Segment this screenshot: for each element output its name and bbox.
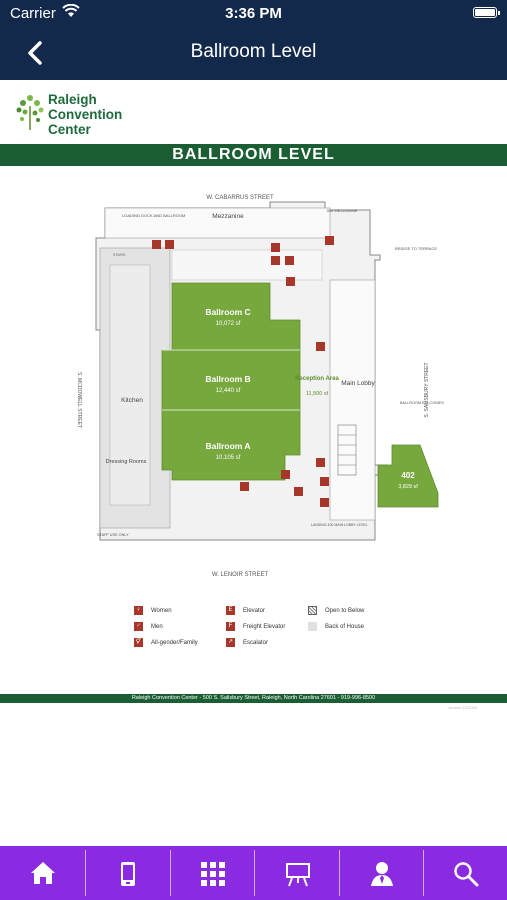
all-gender-restroom-marker — [286, 277, 295, 286]
status-bar: Carrier 3:36 PM — [0, 0, 507, 28]
loading-dock-label: LOADING DOCK AND BALLROOM — [122, 213, 185, 218]
floor-plan-view[interactable]: Raleigh Convention Center BALLROOM LEVEL… — [0, 80, 507, 846]
ballroom-b-label: Ballroom B — [205, 374, 250, 384]
tab-speaker[interactable] — [339, 846, 423, 900]
clock: 3:36 PM — [225, 5, 282, 22]
ballroom-a-area: 10,105 sf — [216, 455, 241, 461]
men-icon: ♂ — [134, 622, 143, 631]
legend-all-gender: ⚥All-gender/Family — [134, 638, 198, 647]
battery-icon — [473, 7, 497, 18]
restroom-women-marker — [152, 240, 161, 249]
staff-use-label: STAFF USE ONLY — [97, 533, 129, 537]
presentation-icon — [286, 863, 310, 887]
escalator-marker — [316, 458, 325, 467]
women-icon: ♀ — [134, 606, 143, 615]
reception-area: 11,500 sf — [306, 391, 329, 397]
tab-presentation[interactable] — [254, 846, 338, 900]
tab-mobile[interactable] — [85, 846, 169, 900]
restroom-women-marker — [271, 243, 280, 252]
grid-icon — [201, 862, 225, 886]
hatch-swatch-icon — [308, 606, 317, 615]
all-gender-icon: ⚥ — [134, 638, 143, 647]
escalator-icon: ↗ — [226, 638, 235, 647]
ballroom-a-label: Ballroom A — [205, 441, 250, 451]
gray-swatch-icon — [308, 622, 317, 631]
kitchen-label: Kitchen — [121, 397, 143, 404]
search-icon — [454, 862, 479, 887]
navigation-bar: Ballroom Level — [0, 28, 507, 80]
landing-label: LANDING 400 MAIN LOBBY LEVEL — [311, 523, 368, 527]
restroom-men-marker — [271, 256, 280, 265]
freight-elevator-marker — [165, 240, 174, 249]
street-west-label: S. MCDOWELL STREET — [76, 372, 82, 428]
floor-plan-map: W. CABARRUS STREET W. LENOIR STREET S. M… — [76, 195, 444, 578]
carrier-label: Carrier — [10, 5, 56, 22]
legend-open-below: Open to Below — [308, 606, 364, 616]
restroom-men-marker — [294, 487, 303, 496]
address-bar: Raleigh Convention Center - 500 S. Salis… — [0, 694, 507, 703]
tab-home[interactable] — [0, 846, 84, 900]
wifi-icon — [62, 4, 80, 17]
mezzanine-label: Mezzanine — [212, 213, 244, 220]
freight-elevator-icon: F — [226, 622, 235, 631]
legend-back-of-house: Back of House — [308, 622, 364, 632]
room-402-label: 402 — [401, 471, 415, 480]
room-402-area: 3,829 sf — [398, 484, 418, 490]
legend-escalator: ↗Escalator — [226, 638, 269, 647]
version-label: version 10/2020 — [448, 705, 477, 710]
stairs-label: STAIRS — [113, 253, 126, 257]
balconies-label: BALLROOM BALCONIES — [400, 401, 444, 405]
ballroom-c-label: Ballroom C — [205, 307, 250, 317]
ballroom-b-area: 12,440 sf — [216, 388, 241, 394]
mezzanine-300-label: 300 MEZZANINE — [327, 208, 358, 213]
tab-bar — [0, 846, 507, 900]
person-icon — [371, 862, 393, 886]
elevator-icon: E — [226, 606, 235, 615]
legend-men: ♂Men — [134, 622, 163, 632]
back-chevron-icon[interactable] — [22, 38, 52, 68]
restroom-women-marker — [281, 470, 290, 479]
street-east-label: S. SALISBURY STREET — [424, 362, 430, 417]
logo-text: Raleigh Convention Center — [48, 92, 123, 137]
street-south-label: W. LENOIR STREET — [212, 572, 269, 578]
legend-women: ♀Women — [134, 606, 172, 616]
restroom-women-marker — [240, 482, 249, 491]
tab-grid[interactable] — [170, 846, 254, 900]
page-title: Ballroom Level — [190, 41, 317, 62]
main-lobby-label: Main Lobby — [341, 380, 375, 387]
ballroom-c-area: 10,072 sf — [216, 321, 241, 327]
home-icon — [31, 862, 55, 884]
elevator-marker — [320, 477, 329, 486]
elevator-marker — [325, 236, 334, 245]
dressing-rooms-label: Dressing Rooms — [106, 459, 147, 465]
escalator-marker — [316, 342, 325, 351]
level-banner: BALLROOM LEVEL — [0, 144, 507, 166]
convention-center-logo-icon — [16, 95, 44, 130]
street-north-label: W. CABARRUS STREET — [206, 195, 274, 201]
restroom-men-marker — [285, 256, 294, 265]
mobile-icon — [121, 862, 135, 886]
elevator-marker — [320, 498, 329, 507]
tab-search[interactable] — [423, 846, 507, 900]
bridge-label: BRIDGE TO TERRACE — [395, 246, 437, 251]
reception-label: Reception Area — [295, 376, 339, 382]
